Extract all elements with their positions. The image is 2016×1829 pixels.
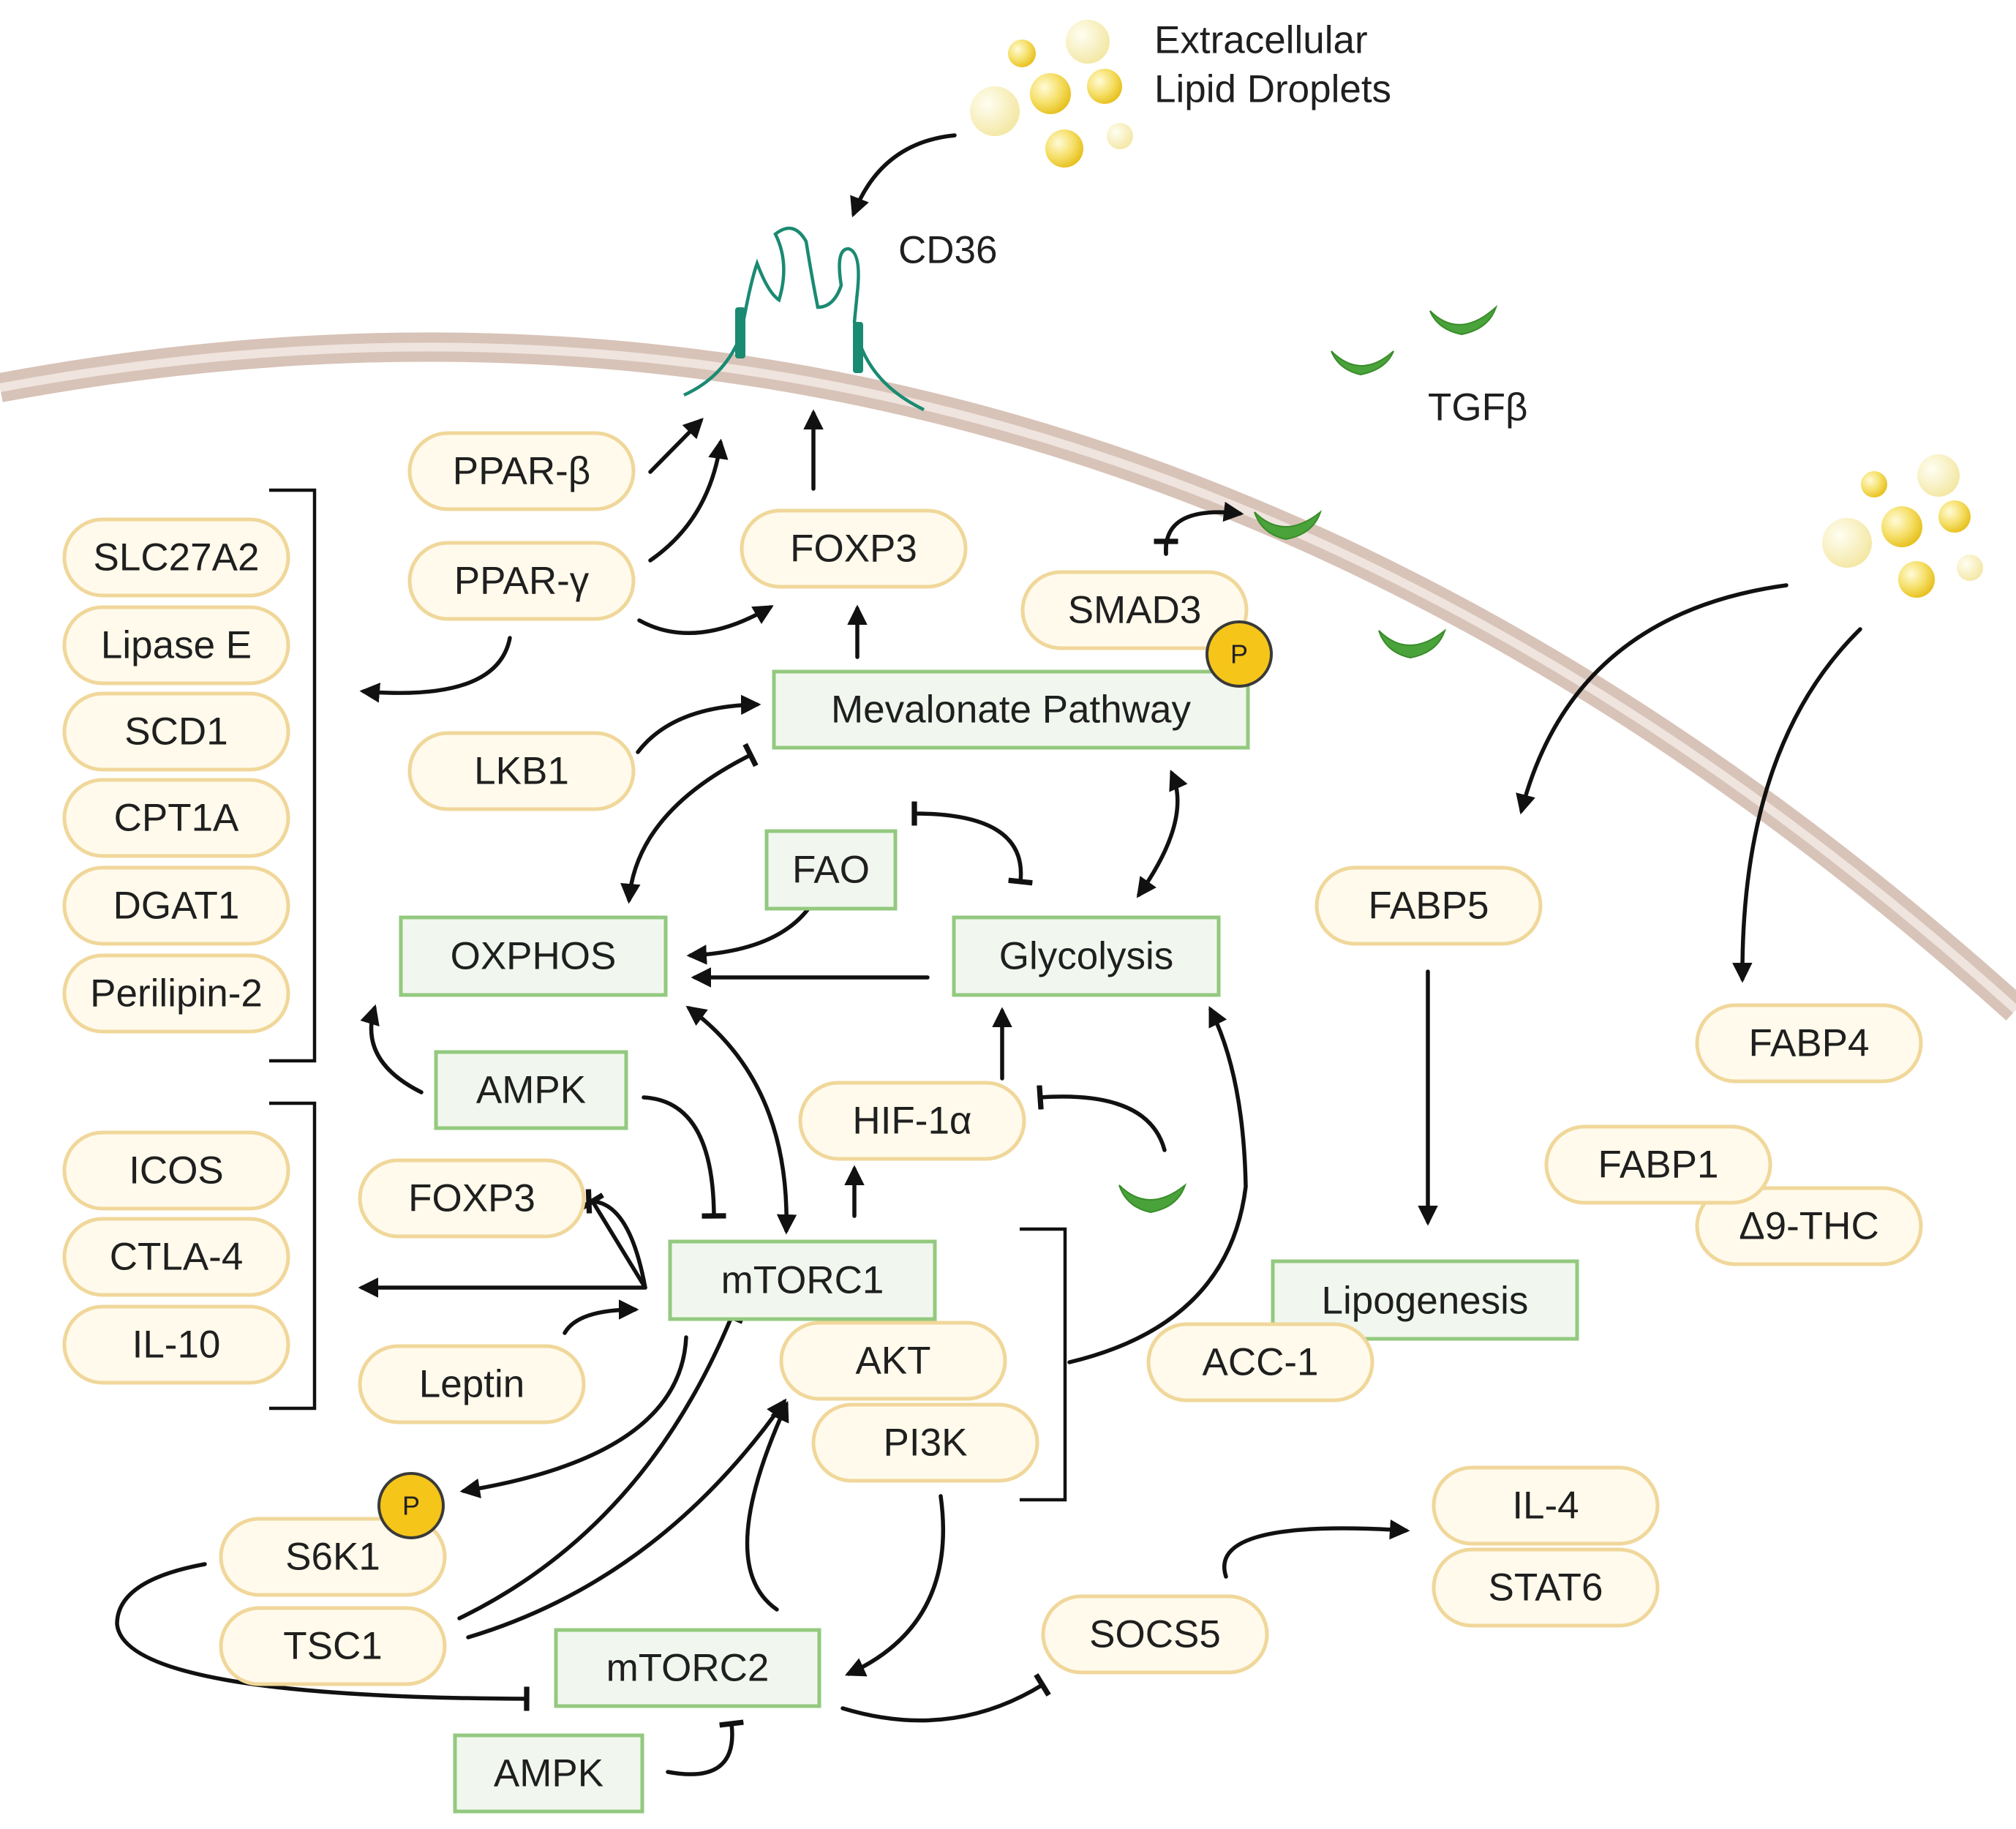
ampk-box-mid: AMPK [434,1050,628,1130]
svg-text:Mevalonate Pathway: Mevalonate Pathway [831,688,1192,732]
svg-text:SLC27A2: SLC27A2 [94,536,260,579]
slc27a2-pill: SLC27A2 [62,517,290,598]
svg-text:FOXP3: FOXP3 [408,1177,535,1220]
mevalonate-pathway-box: Mevalonate Pathway [772,669,1250,750]
cd36-label: CD36 [898,229,998,272]
fao-box: FAO [764,829,898,911]
oxphos-box: OXPHOS [399,915,668,997]
fabp1-pill: FABP1 [1544,1124,1772,1205]
il10-pill: IL-10 [62,1304,290,1385]
svg-text:mTORC1: mTORC1 [721,1259,884,1302]
foxp3-pill-top: FOXP3 [740,508,968,589]
cpt1a-pill: CPT1A [62,778,290,858]
svg-text:SMAD3: SMAD3 [1068,589,1202,632]
svg-text:AKT: AKT [855,1340,930,1383]
lkb1-pill: LKB1 [407,731,636,811]
phospho-badge-s6k1: P [377,1472,445,1539]
svg-text:AMPK: AMPK [476,1069,586,1112]
svg-text:Δ9-THC: Δ9-THC [1739,1205,1878,1248]
bracket-fatty-acid-genes [269,488,317,1063]
svg-text:FAO: FAO [792,849,870,892]
svg-text:PI3K: PI3K [884,1421,968,1465]
dgat1-pill: DGAT1 [62,865,290,946]
fabp4-pill: FABP4 [1695,1003,1923,1083]
acc1-pill: ACC-1 [1146,1322,1374,1402]
fabp5-pill: FABP5 [1314,865,1543,946]
svg-text:ACC-1: ACC-1 [1202,1341,1318,1384]
phospho-badge-smad3: P [1206,620,1273,688]
svg-text:Lipase E: Lipase E [101,624,252,667]
extracellular-label-line2: Lipid Droplets [1154,68,1391,111]
svg-text:S6K1: S6K1 [285,1536,380,1579]
pi3k-pill: PI3K [811,1402,1039,1483]
svg-text:IL-10: IL-10 [132,1323,221,1367]
svg-text:CPT1A: CPT1A [114,797,239,840]
smad3-pill: SMAD3 [1020,570,1249,650]
leptin-pill: Leptin [358,1344,586,1424]
tgfb-molecules [1118,304,1498,1214]
svg-text:FABP1: FABP1 [1598,1143,1719,1187]
il4-pill: IL-4 [1432,1465,1660,1546]
svg-text:FABP5: FABP5 [1369,885,1489,928]
svg-text:FOXP3: FOXP3 [790,527,917,571]
tsc1-pill: TSC1 [219,1606,447,1686]
svg-text:IL-4: IL-4 [1512,1484,1579,1528]
svg-text:SCD1: SCD1 [124,710,227,754]
svg-text:STAT6: STAT6 [1488,1566,1603,1610]
svg-text:TSC1: TSC1 [283,1625,382,1668]
perilipin2-pill: Perilipin-2 [62,953,290,1034]
bracket-akt-pi3k [1020,1227,1067,1502]
svg-text:FABP4: FABP4 [1749,1022,1870,1065]
bracket-treg-markers [269,1101,317,1411]
svg-text:mTORC2: mTORC2 [606,1647,770,1690]
svg-text:PPAR-β: PPAR-β [453,450,591,493]
lipase-e-pill: Lipase E [62,605,290,686]
cell-membrane [0,332,2016,1021]
svg-text:P: P [1230,639,1248,669]
scd1-pill: SCD1 [62,691,290,772]
svg-text:OXPHOS: OXPHOS [451,935,617,978]
svg-text:LKB1: LKB1 [474,750,569,793]
ppar-gamma-pill: PPAR-γ [407,541,636,621]
svg-text:SOCS5: SOCS5 [1089,1613,1221,1656]
icos-pill: ICOS [62,1130,290,1211]
tgfb-label: TGFβ [1428,386,1527,429]
svg-text:DGAT1: DGAT1 [113,885,240,928]
svg-text:Leptin: Leptin [419,1363,524,1406]
svg-text:PPAR-γ: PPAR-γ [454,560,590,603]
akt-pill: AKT [779,1321,1007,1401]
mtorc1-box: mTORC1 [668,1239,937,1321]
extracellular-label-line1: Extracellular [1154,19,1368,62]
foxp3-pill-mid: FOXP3 [358,1158,586,1239]
ppar-beta-pill: PPAR-β [407,431,636,511]
lipid-droplets-right [1822,454,1983,598]
pathway-arrows [115,133,1862,1776]
ctla4-pill: CTLA-4 [62,1217,290,1297]
svg-text:Glycolysis: Glycolysis [999,935,1174,978]
cd36-receptor-icon [683,226,925,412]
svg-text:HIF-1α: HIF-1α [852,1100,971,1143]
svg-text:AMPK: AMPK [494,1752,603,1795]
lipogenesis-box: Lipogenesis [1271,1259,1579,1341]
svg-text:ICOS: ICOS [129,1149,224,1193]
svg-text:Perilipin-2: Perilipin-2 [90,972,263,1015]
stat6-pill: STAT6 [1432,1547,1660,1628]
svg-text:CTLA-4: CTLA-4 [110,1236,244,1279]
glycolysis-box: Glycolysis [952,915,1221,997]
ampk-box-bottom: AMPK [453,1733,644,1814]
thc-pill: Δ9-THC [1695,1186,1923,1266]
svg-text:Lipogenesis: Lipogenesis [1322,1280,1529,1323]
socs5-pill: SOCS5 [1041,1594,1269,1675]
s6k1-pill: S6K1 [219,1517,447,1597]
lipid-droplets-top [970,20,1133,168]
mtorc2-box: mTORC2 [554,1628,821,1708]
hif1a-pill: HIF-1α [798,1081,1026,1161]
svg-text:P: P [402,1491,420,1521]
